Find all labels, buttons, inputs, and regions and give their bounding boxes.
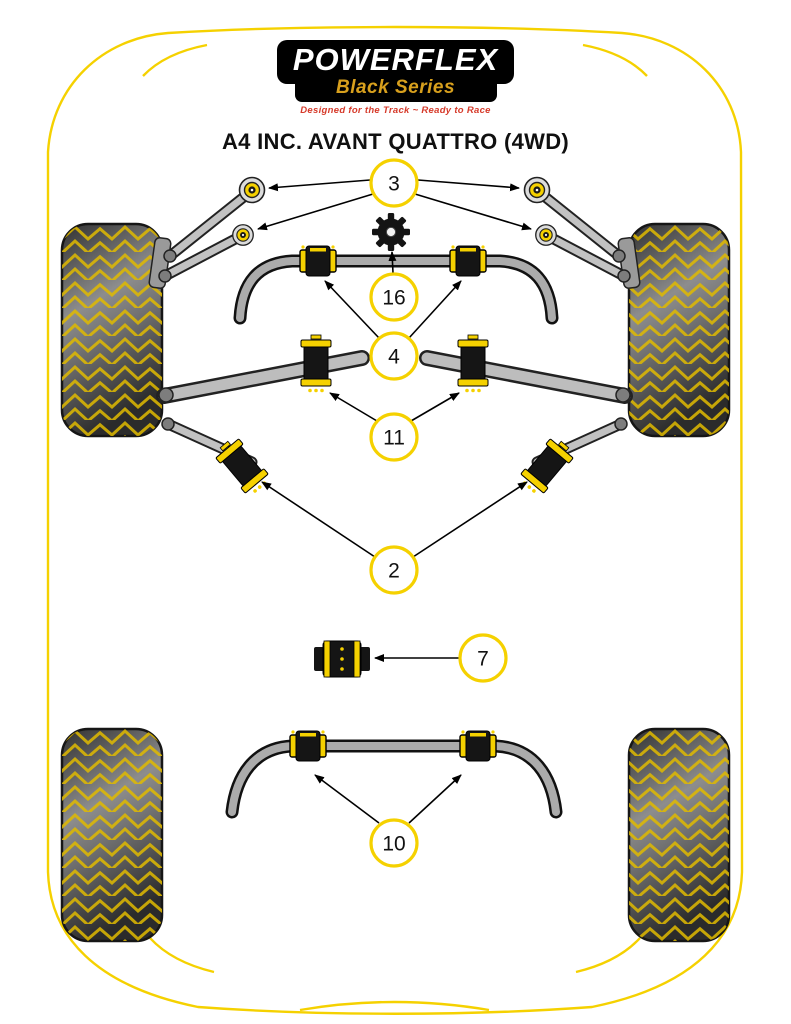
callout-3: 3 (369, 158, 419, 208)
callout-4: 4 (369, 331, 419, 381)
rear-arb-bushing-right (459, 729, 497, 762)
callout-7-label: 7 (477, 648, 489, 671)
callout-10-label: 10 (382, 833, 405, 856)
front-trailing-arm-left (161, 417, 273, 499)
front-upper-arms-left (148, 176, 266, 289)
callout-2-label: 2 (388, 560, 400, 583)
vehicle-title: A4 INC. AVANT QUATTRO (4WD) (221, 129, 570, 154)
front-arb-bushing-left (299, 244, 337, 277)
front-trailing-arm-right (517, 418, 627, 498)
callout-11: 11 (369, 412, 419, 462)
body-detail-arc-top-left (142, 43, 208, 77)
series-badge: Black Series (294, 77, 497, 102)
body-detail-arc-bottom-left (149, 937, 215, 974)
callout-16: 16 (369, 272, 419, 322)
brand-wordmark: POWERFLEX (276, 40, 515, 84)
callout-3-label: 3 (388, 173, 400, 196)
series-text: Black Series (335, 77, 456, 98)
cylindrical-bushing-7 (314, 640, 370, 678)
rear-arb-bushing-left (289, 729, 327, 762)
body-detail-arc-bottom-center (299, 1000, 490, 1012)
tire-front-right (627, 222, 731, 438)
front-lower-arm-right (427, 335, 630, 402)
brand-text: POWERFLEX (292, 42, 499, 77)
front-lower-arm-left (156, 334, 370, 404)
gear-mount (371, 212, 411, 252)
tire-rear-right (627, 727, 731, 943)
callout-arrows (257, 179, 532, 824)
tire-rear-left (60, 727, 164, 943)
rear-anti-roll-bar (225, 729, 563, 819)
callout-10: 10 (369, 818, 419, 868)
tire-front-left (60, 222, 164, 438)
callout-16-label: 16 (382, 287, 405, 310)
callout-11-label: 11 (383, 427, 405, 450)
body-detail-arc-bottom-right (575, 937, 641, 974)
brand-tagline: Designed for the Track ~ Ready to Race (300, 105, 491, 116)
callout-2: 2 (369, 545, 419, 595)
car-body-outline (46, 25, 744, 1015)
body-detail-arc-top-right (582, 43, 648, 77)
callout-4-label: 4 (388, 346, 400, 369)
powerflex-logo: POWERFLEX Black Series Designed for the … (0, 40, 791, 116)
front-arb-bushing-right (449, 244, 487, 277)
callout-7: 7 (458, 633, 508, 683)
